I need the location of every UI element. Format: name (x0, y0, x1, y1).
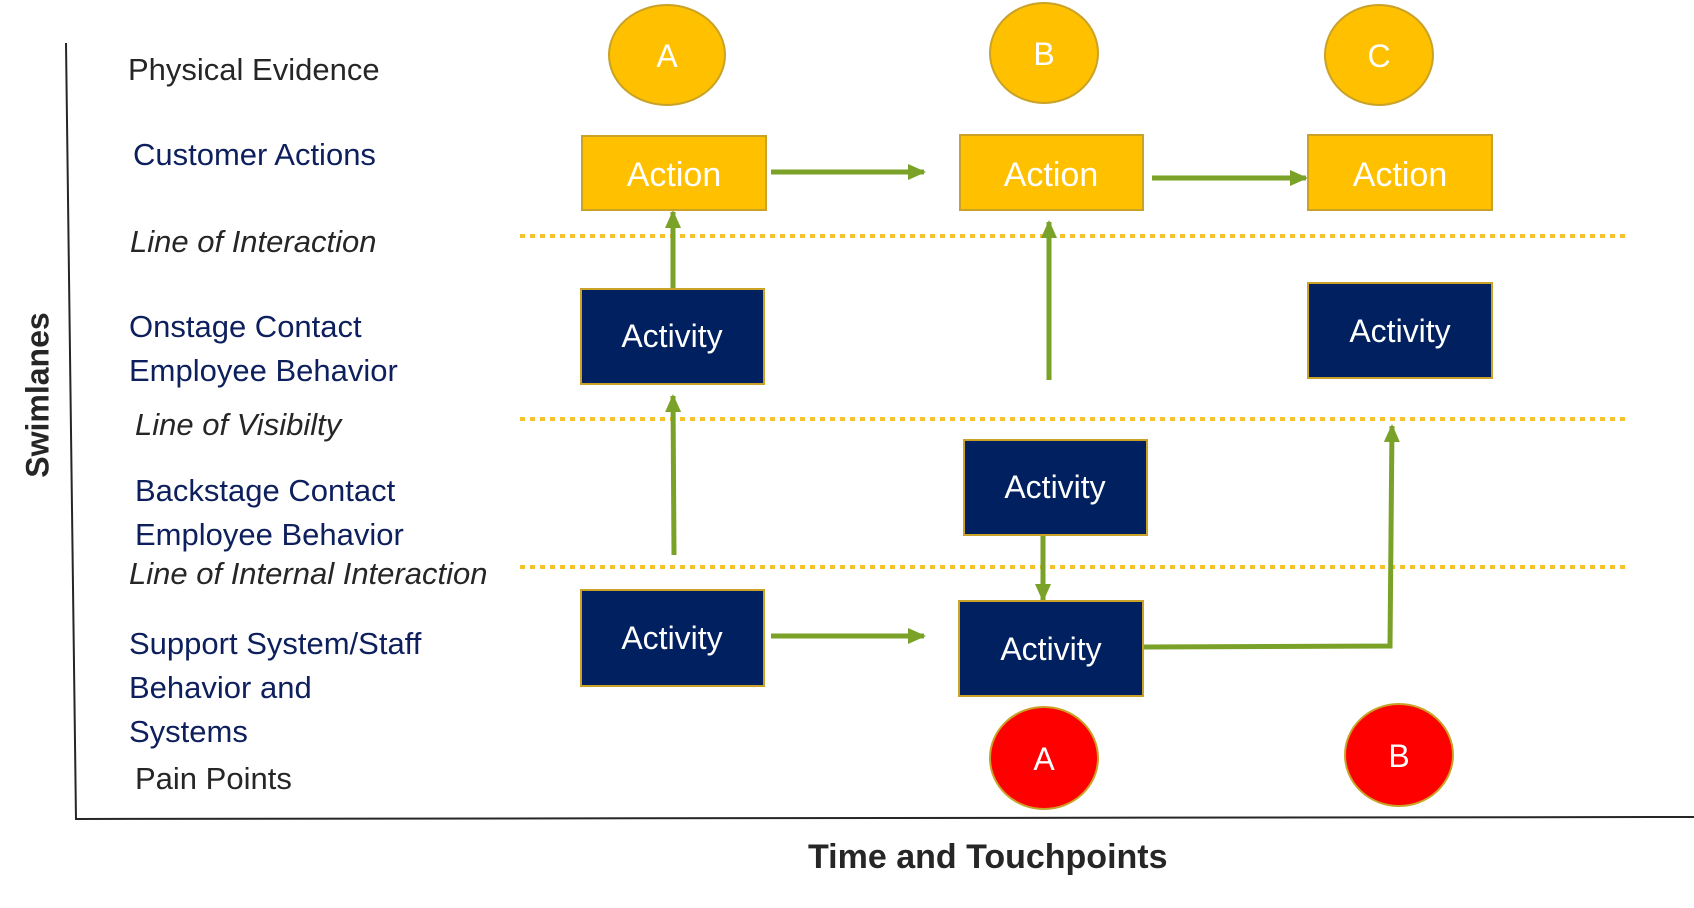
backstage-activity-2: Activity (963, 439, 1148, 536)
lane-backstage-line1: Backstage Contact (135, 473, 396, 508)
action-box-3: Action (1307, 134, 1493, 211)
evidence-b-label: B (1033, 36, 1054, 72)
evidence-a: A (608, 4, 726, 106)
lane-onstage-line2: Employee Behavior (129, 353, 398, 388)
support-activity-2: Activity (958, 600, 1144, 697)
lane-pain-points: Pain Points (135, 761, 292, 796)
x-axis-label: Time and Touchpoints (808, 838, 1168, 876)
lane-physical-evidence: Physical Evidence (128, 52, 380, 87)
onstage-activity-3: Activity (1307, 282, 1493, 379)
pain-point-a: A (989, 706, 1099, 810)
lane-support-line2: Behavior and (129, 670, 312, 705)
arrow-support1-to-onstage1 (665, 394, 682, 556)
pain-point-b-label: B (1388, 738, 1409, 774)
backstage-activity-2-label: Activity (1004, 469, 1105, 505)
lane-onstage-line1: Onstage Contact (129, 309, 362, 344)
action-1-label: Action (627, 156, 722, 194)
y-axis-line (65, 42, 77, 821)
support-activity-2-label: Activity (1000, 631, 1101, 667)
evidence-c: C (1324, 4, 1434, 106)
onstage-activity-1: Activity (580, 288, 765, 385)
line-of-internal-interaction-label: Line of Internal Interaction (129, 556, 488, 591)
support-activity-1-label: Activity (621, 620, 722, 656)
onstage-activity-3-label: Activity (1349, 313, 1450, 349)
onstage-activity-1-label: Activity (621, 318, 722, 354)
pain-point-a-label: A (1033, 741, 1055, 777)
lane-backstage-line2: Employee Behavior (135, 517, 404, 552)
evidence-c-label: C (1367, 38, 1390, 74)
lane-support-line1: Support System/Staff (129, 626, 422, 661)
action-box-1: Action (581, 135, 767, 211)
arrow-support2-to-visibility (1142, 424, 1400, 650)
line-of-visibility-label: Line of Visibilty (135, 407, 342, 442)
action-3-label: Action (1353, 156, 1448, 194)
x-axis-line (75, 816, 1694, 820)
lane-support-line3: Systems (129, 714, 248, 749)
evidence-b: B (989, 2, 1099, 104)
support-activity-1: Activity (580, 589, 765, 687)
evidence-a-label: A (656, 38, 678, 74)
pain-point-b: B (1344, 703, 1454, 807)
line-of-interaction-label: Line of Interaction (130, 224, 377, 259)
action-2-label: Action (1004, 156, 1099, 194)
lane-customer-actions: Customer Actions (133, 137, 376, 172)
action-box-2: Action (959, 134, 1144, 211)
